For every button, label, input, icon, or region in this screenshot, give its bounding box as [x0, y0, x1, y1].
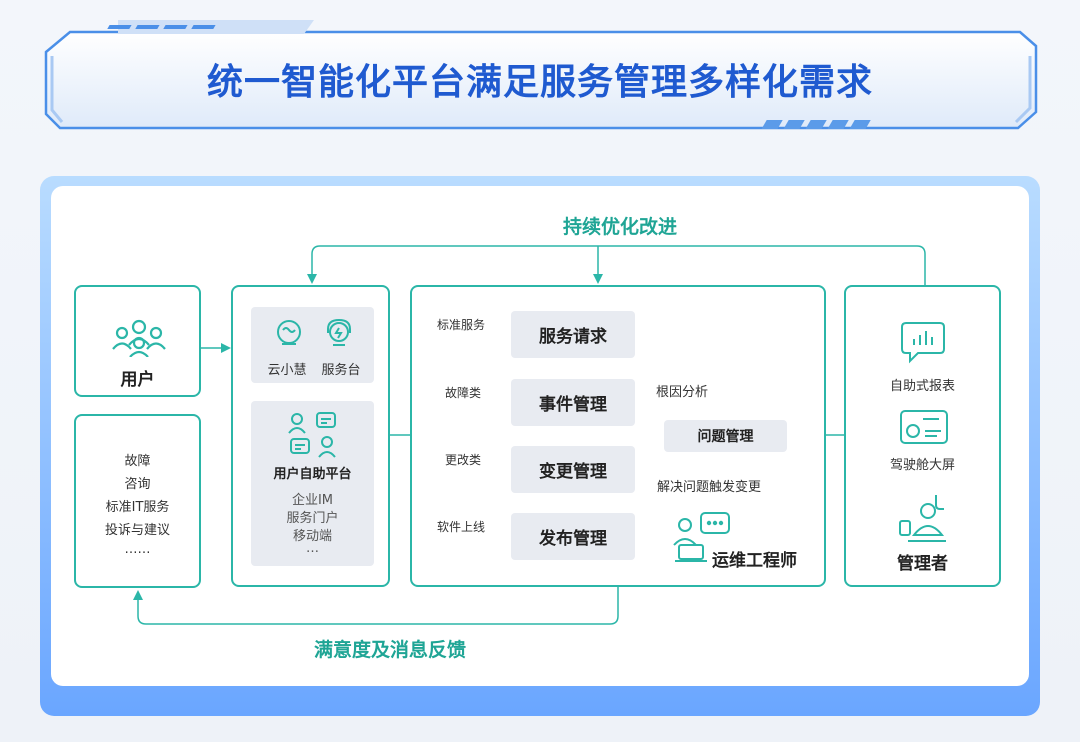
route-fault: 故障类	[445, 386, 482, 400]
resolve-trigger-change-label: 解决问题触发变更	[657, 480, 762, 495]
headset-icon	[327, 318, 351, 346]
cockpit-screen-icon	[900, 410, 948, 444]
channel-mobile: 移动端	[292, 529, 332, 544]
manager-label: 管理者	[897, 554, 948, 574]
route-standard: 标准服务	[437, 318, 486, 332]
manager-icon	[899, 495, 946, 542]
service-request-node: 服务请求	[511, 311, 635, 358]
cockpit-label: 驾驶舱大屏	[889, 458, 955, 473]
title-banner	[44, 20, 1038, 130]
report-icon	[901, 322, 945, 364]
self-service-card: 用户自助平台 企业IM 服务门户 移动端 …	[251, 401, 374, 566]
request-more: ……	[124, 542, 151, 557]
continuous-improvement-label: 持续优化改进	[562, 216, 677, 238]
change-management-node: 变更管理	[511, 446, 635, 493]
outputs-box: 自助式报表 驾驶舱大屏 管理者	[844, 285, 1001, 587]
channel-more: …	[306, 541, 319, 556]
engineer-icon	[673, 512, 730, 562]
request-consult: 咨询	[124, 477, 151, 492]
problem-management-node: 问题管理	[664, 420, 787, 452]
service-desk-label: 服务台	[321, 363, 361, 378]
bot-desk-card: 云小慧 服务台	[251, 307, 374, 383]
root-cause-label: 根因分析	[656, 385, 709, 400]
release-management-node: 发布管理	[511, 513, 635, 560]
feedback-label: 满意度及消息反馈	[313, 639, 466, 661]
route-release: 软件上线	[437, 520, 486, 534]
request-fault: 故障	[124, 454, 151, 469]
bot-label: 云小慧	[267, 363, 307, 378]
self-service-icon	[288, 412, 336, 458]
user-label: 用户	[120, 370, 155, 390]
incident-management-node: 事件管理	[511, 379, 635, 426]
channel-im: 企业IM	[291, 493, 334, 508]
robot-icon	[277, 320, 301, 345]
channels-box: 云小慧 服务台 用户自助平台 企业IM 服务门户 移动端 …	[231, 285, 390, 587]
channel-portal: 服务门户	[286, 511, 339, 526]
report-label: 自助式报表	[889, 379, 955, 394]
user-group-icon	[112, 319, 166, 357]
self-service-title: 用户自助平台	[273, 467, 352, 482]
engineer-label: 运维工程师	[712, 551, 797, 571]
request-complaint: 投诉与建议	[104, 523, 170, 538]
request-standard-it: 标准IT服务	[105, 500, 170, 515]
request-types-box: 故障 咨询 标准IT服务 投诉与建议 ……	[74, 414, 201, 588]
route-change: 更改类	[445, 453, 482, 467]
user-box: 用户	[74, 285, 201, 397]
page-title: 统一智能化平台满足服务管理多样化需求	[206, 62, 873, 103]
